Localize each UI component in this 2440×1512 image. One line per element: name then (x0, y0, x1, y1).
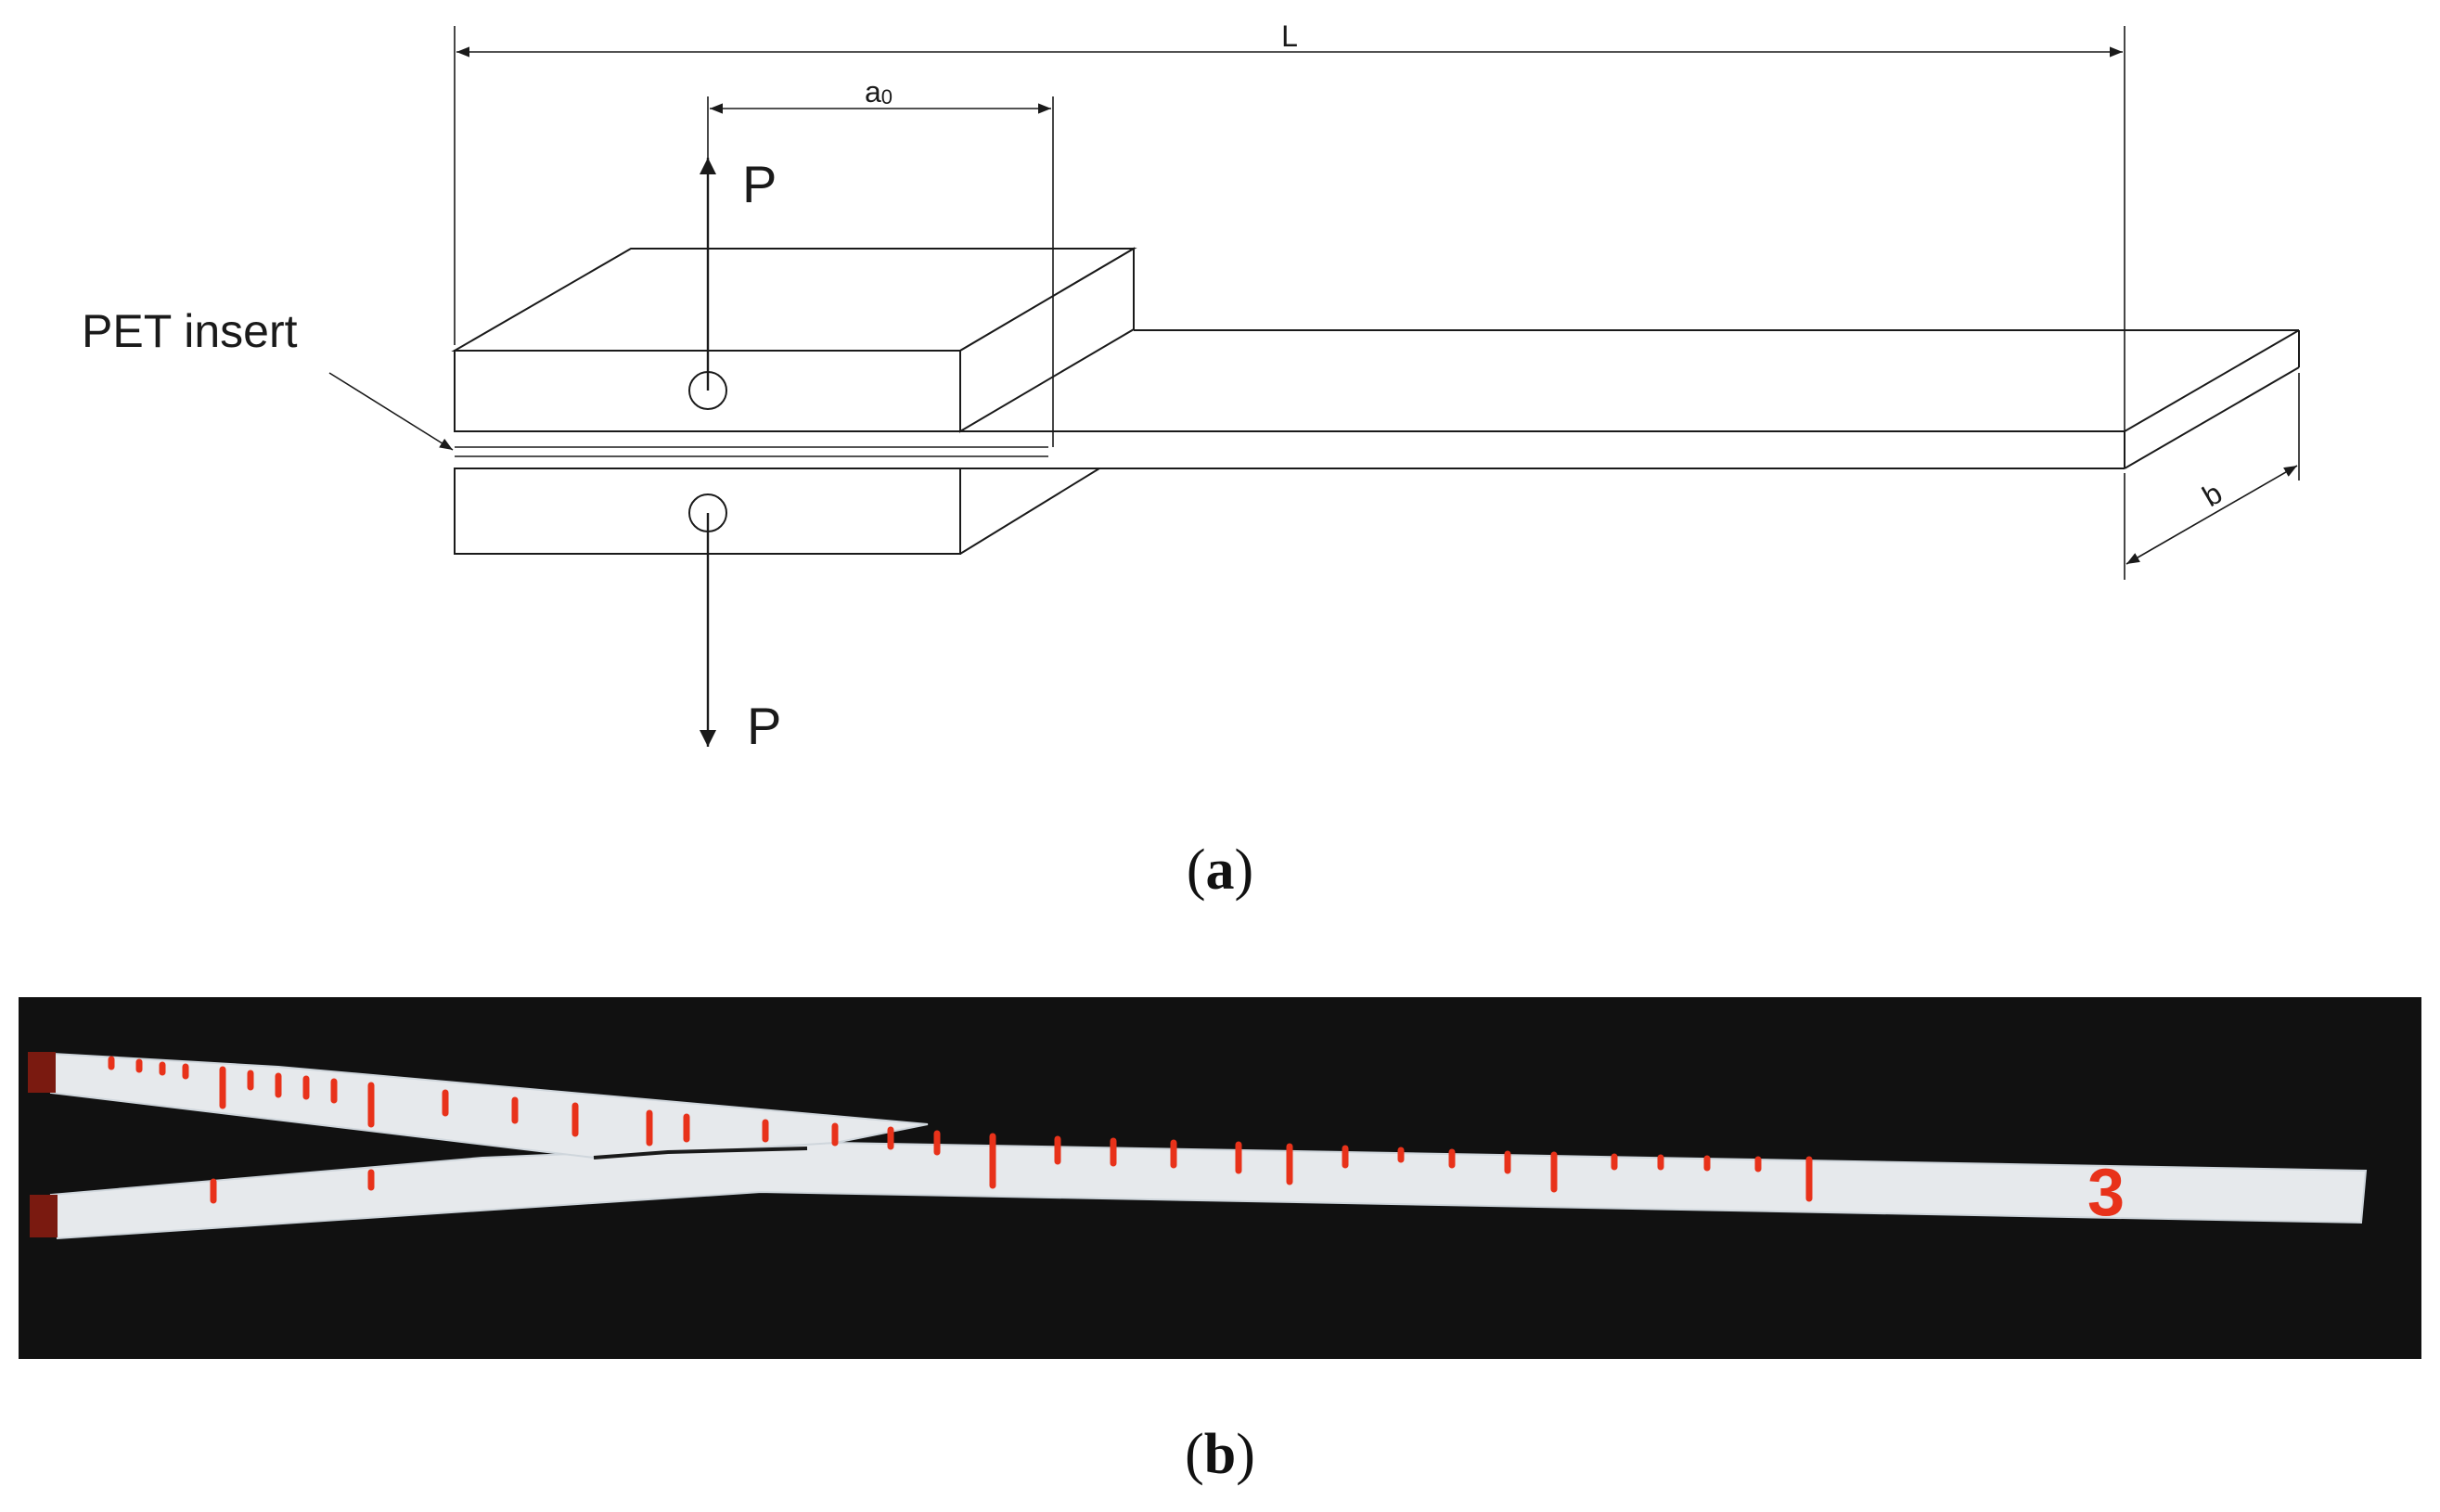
crack-marks (108, 1056, 1813, 1204)
panel-a-diagram (328, 26, 2300, 747)
panel-b-photo: 3 (19, 997, 2421, 1359)
width-label: b (2197, 476, 2228, 513)
insert-leader-arrow (328, 372, 454, 451)
lower-arm-tip (30, 1195, 58, 1237)
dimension-crack-length (707, 96, 1054, 447)
length-label: L (1281, 19, 1298, 53)
specimen-lower-arm (49, 1141, 2368, 1240)
crack-tip (593, 1147, 808, 1160)
pet-insert-label: PET insert (82, 305, 298, 357)
load-label-bottom: P (747, 697, 781, 755)
load-label-top: P (742, 155, 777, 213)
caption-b: (b) (1185, 1423, 1255, 1486)
specimen-beam (455, 329, 2300, 469)
upper-arm-tip (28, 1052, 56, 1093)
dimension-width (2124, 373, 2300, 580)
crack-length-label: a0 (865, 75, 893, 109)
dimension-length (454, 26, 2125, 431)
pet-insert-film (455, 446, 1048, 457)
specimen-number: 3 (2087, 1156, 2125, 1230)
top-loading-block (451, 247, 1137, 433)
caption-a: (a) (1187, 839, 1253, 902)
bottom-loading-block (454, 468, 1100, 555)
